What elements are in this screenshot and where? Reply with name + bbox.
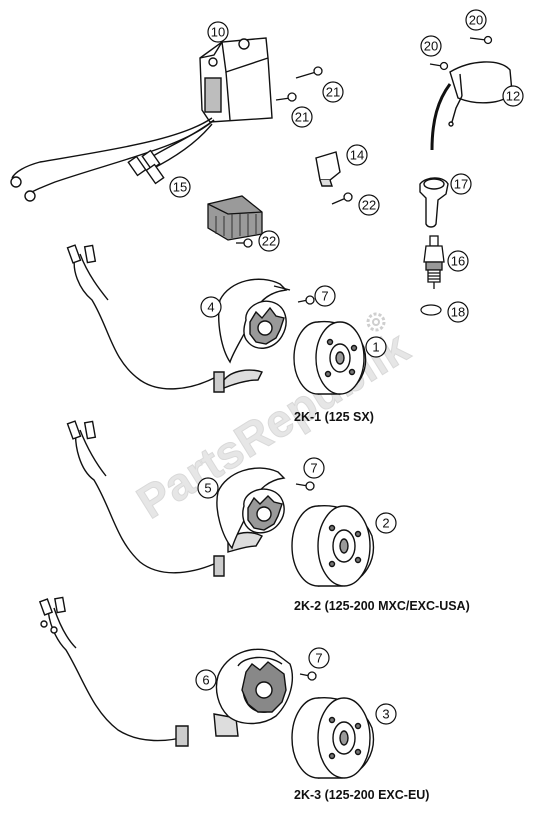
callout-21a: 21 — [322, 81, 344, 103]
svg-text:21: 21 — [326, 85, 340, 100]
svg-text:4: 4 — [207, 300, 214, 315]
svg-text:7: 7 — [310, 461, 317, 476]
callout-22a: 22 — [358, 194, 380, 216]
spark-plug-cap-drawing — [419, 177, 449, 228]
callout-2: 2 — [375, 512, 397, 534]
svg-text:17: 17 — [454, 177, 468, 192]
flywheel-3-drawing — [291, 697, 374, 779]
svg-text:18: 18 — [451, 305, 465, 320]
screw-7b-drawing — [295, 481, 315, 491]
ignition-coil-drawing — [430, 61, 513, 151]
stator-3-drawing — [38, 596, 294, 747]
callout-7b: 7 — [303, 457, 325, 479]
callout-15: 15 — [169, 176, 191, 198]
callout-20a: 20 — [465, 9, 487, 31]
flywheel-1-drawing — [293, 320, 367, 395]
variant-label-2k3: 2K-3 (125-200 EXC-EU) — [294, 788, 429, 802]
callout-14: 14 — [346, 144, 368, 166]
screw-7a-drawing — [297, 295, 315, 305]
flywheel-2-drawing — [291, 505, 374, 587]
svg-text:5: 5 — [204, 481, 211, 496]
callout-12: 12 — [502, 85, 524, 107]
screw-20-drawing — [429, 35, 493, 71]
variant-label-2k2: 2K-2 (125-200 MXC/EXC-USA) — [294, 599, 470, 613]
callout-7c: 7 — [308, 647, 330, 669]
callout-3: 3 — [375, 703, 397, 725]
callout-21b: 21 — [291, 106, 313, 128]
spark-plug-drawing — [423, 235, 445, 289]
callout-5: 5 — [197, 477, 219, 499]
callout-6: 6 — [195, 669, 217, 691]
svg-text:7: 7 — [315, 651, 322, 666]
svg-text:20: 20 — [469, 13, 483, 28]
callout-1: 1 — [365, 336, 387, 358]
screw-22a-drawing — [331, 192, 353, 205]
svg-text:15: 15 — [173, 180, 187, 195]
callout-17: 17 — [450, 173, 472, 195]
callout-10: 10 — [207, 21, 229, 43]
svg-text:22: 22 — [262, 234, 276, 249]
sealing-ring-drawing — [420, 304, 442, 316]
svg-text:21: 21 — [295, 110, 309, 125]
screw-21a-drawing — [295, 66, 323, 79]
callout-16: 16 — [447, 250, 469, 272]
variant-label-2k1: 2K-1 (125 SX) — [294, 410, 374, 424]
svg-text:2: 2 — [382, 516, 389, 531]
svg-text:10: 10 — [211, 25, 225, 40]
svg-text:20: 20 — [424, 39, 438, 54]
svg-text:12: 12 — [506, 89, 520, 104]
stator-1-drawing — [66, 244, 291, 393]
stator-2-drawing — [66, 420, 286, 577]
svg-text:14: 14 — [350, 148, 364, 163]
svg-text:16: 16 — [451, 254, 465, 269]
screw-21b-drawing — [275, 92, 297, 102]
svg-text:22: 22 — [362, 198, 376, 213]
callout-4: 4 — [200, 296, 222, 318]
callout-20b: 20 — [420, 35, 442, 57]
callout-18: 18 — [447, 301, 469, 323]
screw-22b-drawing — [236, 238, 253, 248]
callout-7a: 7 — [314, 285, 336, 307]
regulator-drawing — [207, 195, 263, 241]
bracket-drawing — [315, 151, 341, 187]
svg-text:6: 6 — [202, 673, 209, 688]
svg-text:3: 3 — [382, 707, 389, 722]
callout-22b: 22 — [258, 230, 280, 252]
gear-watermark-icon — [366, 312, 386, 332]
screw-7c-drawing — [299, 671, 317, 681]
cdi-unit-drawing — [10, 37, 273, 202]
svg-text:7: 7 — [321, 289, 328, 304]
svg-text:1: 1 — [372, 340, 379, 355]
